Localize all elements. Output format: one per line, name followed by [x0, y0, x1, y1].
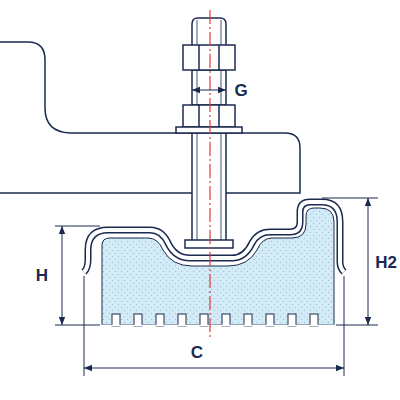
groove	[178, 314, 186, 326]
machine-foot	[0, 42, 300, 193]
height-label: H	[36, 267, 48, 284]
width-label: C	[191, 344, 203, 361]
groove	[134, 314, 142, 326]
rubber-grooves	[101, 314, 335, 326]
groove	[112, 314, 120, 326]
bolt	[176, 18, 242, 248]
groove	[310, 314, 318, 326]
total-height-label: H2	[375, 254, 397, 271]
thread-size-label: G	[234, 82, 247, 99]
groove	[266, 314, 274, 326]
groove-edge	[101, 325, 335, 327]
dimension-lines	[55, 90, 378, 376]
groove	[200, 314, 208, 326]
centre-line	[209, 10, 210, 338]
groove	[244, 314, 252, 326]
groove	[288, 314, 296, 326]
groove	[222, 314, 230, 326]
groove	[156, 314, 164, 326]
